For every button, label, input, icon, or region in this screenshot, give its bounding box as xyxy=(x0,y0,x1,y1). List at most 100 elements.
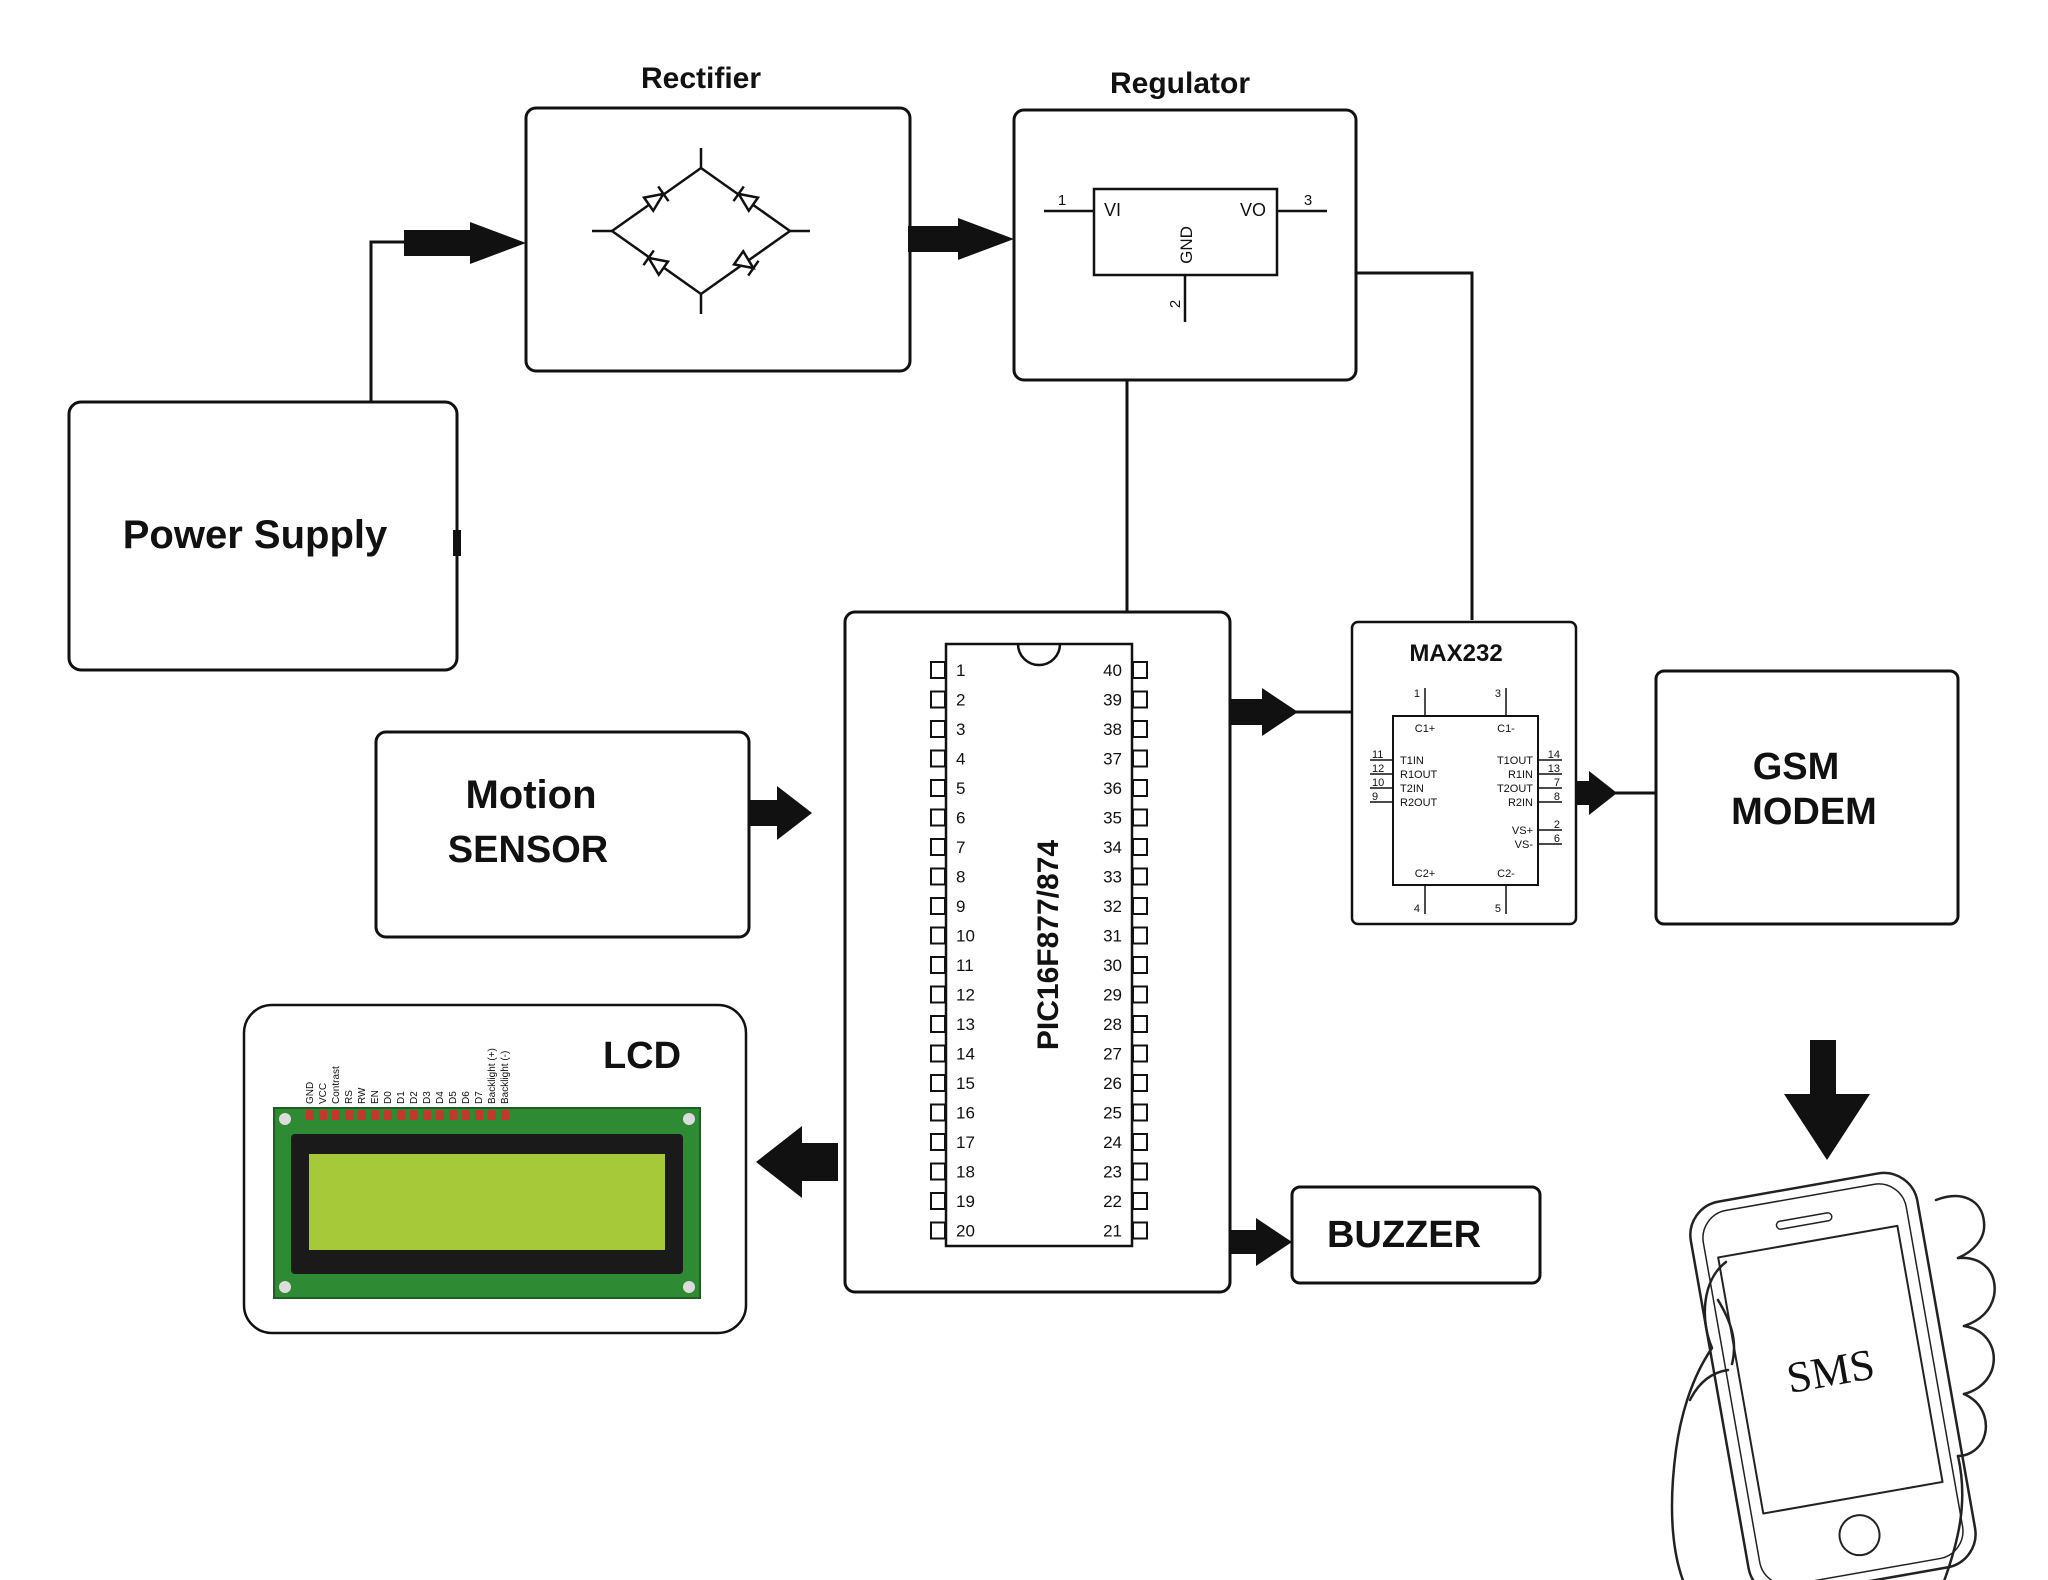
mcu-pin-number: 15 xyxy=(956,1074,975,1093)
max232-pin-text: 11 xyxy=(1372,749,1383,761)
mcu-pin-number: 33 xyxy=(1103,868,1122,887)
max232-pin-text: T2OUT xyxy=(1497,783,1533,795)
mcu-pin-pad xyxy=(930,1192,946,1210)
max232-pin-text: 1 xyxy=(1414,688,1420,700)
lcd-label: LCD xyxy=(603,1035,681,1077)
mcu-pin-pad xyxy=(930,1221,946,1240)
mcu-pin-pad xyxy=(930,1074,946,1092)
mcu-pin-number: 20 xyxy=(956,1222,975,1241)
mcu-pin-number: 18 xyxy=(956,1163,975,1182)
lcd-header-pin xyxy=(319,1110,327,1120)
lcd-header-pin xyxy=(449,1110,457,1120)
lcd-header-pin xyxy=(332,1110,340,1120)
mcu-pin-number: 25 xyxy=(1103,1104,1122,1123)
lcd-pin-label: RW xyxy=(357,1087,368,1104)
max232-pin-text: R2IN xyxy=(1508,797,1533,809)
lcd-pin-label: D2 xyxy=(409,1091,420,1104)
mcu-pin-pad xyxy=(930,1103,946,1122)
arrow-mcu-to-max232 xyxy=(1230,688,1352,736)
max232-pin-text: 12 xyxy=(1372,763,1384,775)
mcu-pin-number: 38 xyxy=(1103,720,1122,739)
lcd-pin-label: D6 xyxy=(461,1091,472,1104)
lcd-header-pin xyxy=(358,1110,366,1120)
mcu-pin-number: 8 xyxy=(956,868,965,887)
regulator-label: Regulator xyxy=(1110,67,1250,100)
max232-pin-text: 8 xyxy=(1554,791,1560,803)
lcd-header-pin xyxy=(475,1110,483,1120)
mcu-pin-pad xyxy=(1132,749,1148,768)
mcu-pin-pad xyxy=(930,1133,946,1151)
max232-pin-text: 10 xyxy=(1372,777,1384,789)
max232-pin-text: C1- xyxy=(1497,723,1515,735)
lcd-pin-label: RS xyxy=(344,1090,355,1104)
pic-dip40-chip: PIC16F877/874 12345678910111213141516171… xyxy=(930,642,1148,1248)
mcu-pin-number: 11 xyxy=(956,956,974,975)
lcd-header-pin xyxy=(436,1110,444,1120)
max232-pin-text: VS- xyxy=(1515,839,1534,851)
mcu-pin-number: 2 xyxy=(956,691,965,710)
arrow-mcu-to-lcd xyxy=(756,1126,838,1198)
mcu-pin-pad xyxy=(930,661,946,679)
mcu-pin-number: 13 xyxy=(956,1015,975,1034)
regulator-gnd-label: GND xyxy=(1177,226,1196,264)
mcu-pin-number: 24 xyxy=(1103,1133,1122,1152)
arrow-gsm-to-phone xyxy=(1784,1040,1870,1160)
mcu-pin-pad xyxy=(1132,808,1148,827)
max232-pin-text: 9 xyxy=(1372,791,1378,803)
max232-pin-text: VS+ xyxy=(1512,825,1533,837)
mcu-pin-pad xyxy=(930,838,946,856)
mcu-pin-pad xyxy=(1132,1074,1148,1092)
lcd-pin-label: EN xyxy=(370,1090,381,1104)
sms-label: SMS xyxy=(1783,1339,1878,1403)
lcd-header-pin xyxy=(306,1110,314,1120)
mcu-pin-number: 7 xyxy=(956,838,965,857)
mcu-pin-number: 5 xyxy=(956,779,965,798)
regulator-vo-label: VO xyxy=(1240,200,1266,220)
mcu-pin-number: 21 xyxy=(1103,1222,1122,1241)
mcu-pin-number: 22 xyxy=(1103,1192,1122,1211)
max232-pin-text: R1OUT xyxy=(1400,769,1438,781)
max232-pin-text: T1OUT xyxy=(1497,755,1533,767)
mcu-pin-pad xyxy=(1132,867,1148,886)
max232-pin-text: 13 xyxy=(1548,763,1560,775)
max232-pin-text: R1IN xyxy=(1508,769,1533,781)
gsm-modem-block: GSM MODEM xyxy=(1654,669,1960,926)
mcu-pin-number: 37 xyxy=(1103,750,1122,769)
lcd-pin-label: Backlight (+) xyxy=(487,1048,498,1104)
mcu-pin-number: 10 xyxy=(956,927,975,946)
max232-pin-text: 4 xyxy=(1414,903,1420,915)
mcu-pin-number: 17 xyxy=(956,1133,975,1152)
arrow-mcu-to-buzzer xyxy=(1230,1218,1292,1266)
mcu-pin-pad xyxy=(930,956,946,974)
mcu-pin-pad xyxy=(1132,779,1148,797)
mcu-pin-pad xyxy=(930,897,946,915)
regulator-pin-1: 1 xyxy=(1058,192,1066,209)
mcu-pin-pad xyxy=(1132,1133,1148,1151)
mcu-pin-pad xyxy=(1132,985,1148,1004)
lcd-header-pin xyxy=(423,1110,431,1120)
mcu-pin-pad xyxy=(930,985,946,1004)
regulator-pin-2: 2 xyxy=(1167,300,1184,308)
mcu-pin-list: 1234567891011121314151617181920403938373… xyxy=(930,661,1148,1241)
motion-sensor-block: Motion SENSOR xyxy=(374,730,751,939)
lcd-header-pin xyxy=(488,1110,496,1120)
lcd-header-pin xyxy=(397,1110,405,1120)
max232-pin-text: T1IN xyxy=(1400,755,1424,767)
mcu-pin-number: 31 xyxy=(1103,927,1122,946)
mcu-pin-number: 12 xyxy=(956,986,975,1005)
max232-label: MAX232 xyxy=(1409,640,1502,667)
lcd-header-pin xyxy=(384,1110,392,1120)
bridge-rectifier-symbol xyxy=(592,148,810,314)
arrow-rectifier-to-regulator xyxy=(908,218,1014,260)
mcu-pin-number: 39 xyxy=(1103,691,1122,710)
regulator-pin-3: 3 xyxy=(1304,192,1312,209)
lcd-pin-label: Contrast xyxy=(331,1066,342,1104)
max232-pin-text: C2- xyxy=(1497,868,1515,880)
mcu-pin-pad xyxy=(1132,1015,1148,1033)
mcu-pin-number: 26 xyxy=(1103,1074,1122,1093)
